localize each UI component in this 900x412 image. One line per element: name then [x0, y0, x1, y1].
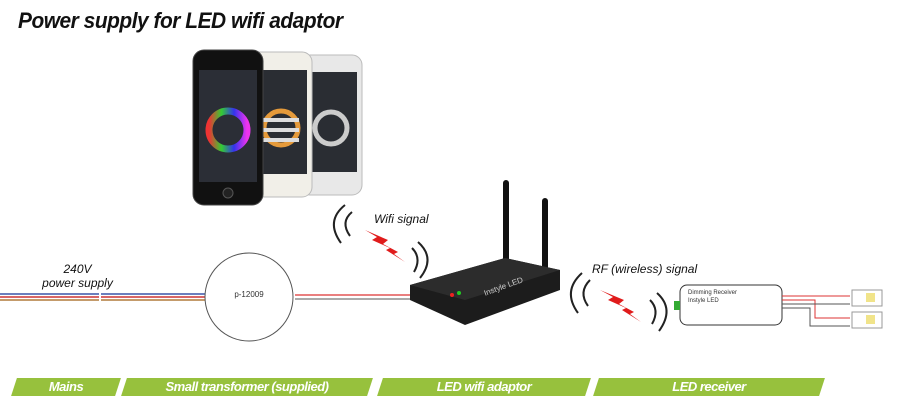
- led-receiver: [674, 284, 883, 329]
- receiver-brand: Instyle LED: [688, 298, 719, 304]
- mains-label-text: power supply: [42, 276, 113, 290]
- router: [410, 180, 560, 325]
- banner-mains-label: Mains: [48, 379, 84, 394]
- wifi-signal-label: Wifi signal: [374, 212, 429, 226]
- banner-led-receiver-label: LED receiver: [672, 379, 746, 394]
- diagram-title: Power supply for LED wifi adaptor: [18, 8, 343, 33]
- rf-signal-arcs: [570, 272, 668, 332]
- rf-lightning-icon: [600, 290, 641, 322]
- banner-mains: Mains: [11, 378, 121, 396]
- wifi-signal-arcs: [333, 204, 429, 279]
- mains-wires: [0, 288, 205, 306]
- transformer: [204, 252, 294, 342]
- banner-wifi-adaptor-label: LED wifi adaptor: [436, 379, 532, 394]
- banner-led-receiver: LED receiver: [593, 378, 825, 396]
- receiver-text: Dimming Receiver Instyle LED: [688, 289, 737, 305]
- rf-signal-label: RF (wireless) signal: [592, 262, 698, 276]
- dc-wires: [295, 294, 415, 300]
- phones-image: [192, 49, 363, 206]
- mains-label: 240V power supply: [40, 262, 115, 290]
- banner-wifi-adaptor: LED wifi adaptor: [377, 378, 591, 396]
- receiver-title: Dimming Receiver: [688, 290, 738, 296]
- banner-transformer-label: Small transformer (supplied): [165, 379, 329, 394]
- banner-transformer: Small transformer (supplied): [121, 378, 373, 396]
- mains-label-voltage: 240V: [63, 262, 92, 276]
- wifi-lightning-icon: [365, 230, 405, 262]
- transformer-label: p-12009: [234, 290, 264, 299]
